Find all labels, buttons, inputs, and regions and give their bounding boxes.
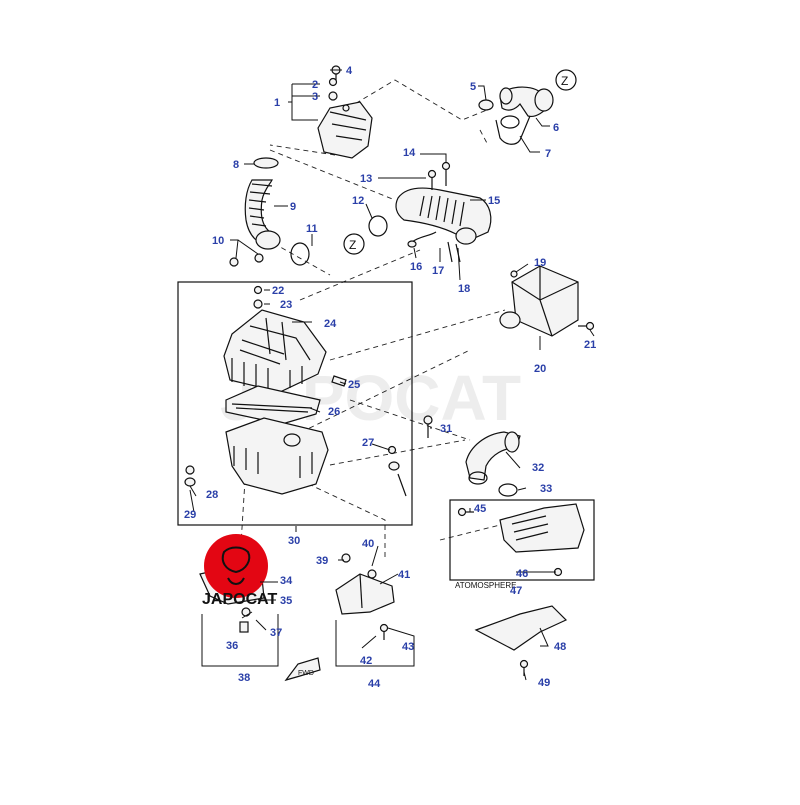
callout-21: 21: [584, 339, 596, 351]
dash-line: [329, 439, 466, 466]
callout-16: 16: [410, 261, 422, 273]
bushing-part: [184, 445, 407, 497]
callout-43: 43: [402, 641, 414, 653]
callout-24: 24: [324, 318, 337, 330]
fwd-label: FWD: [298, 670, 314, 677]
bolt-part: [423, 415, 433, 438]
japocat-logo: JAPOCAT: [202, 534, 277, 608]
svg-text:Z: Z: [349, 238, 356, 252]
callout-10: 10: [212, 235, 224, 247]
cover-part: [223, 309, 327, 393]
callout-13: 13: [360, 173, 372, 185]
callout-44: 44: [368, 678, 381, 690]
dash-line: [284, 349, 471, 441]
dash-line: [299, 249, 421, 301]
callout-32: 32: [532, 462, 544, 474]
shield-part: [474, 605, 568, 676]
callout-19: 19: [534, 257, 546, 269]
callout-2: 2: [312, 79, 318, 91]
callout-23: 23: [280, 299, 292, 311]
relation-lines: [239, 79, 521, 561]
callout-41: 41: [398, 569, 410, 581]
callout-30: 30: [288, 535, 300, 547]
bolt-part: [328, 65, 341, 101]
callout-numbers: 1 2 3 4 5 6 7 8 9 10 11 12 13 14 15 16 1…: [184, 65, 596, 690]
callout-17: 17: [432, 265, 444, 277]
dash-line: [349, 399, 471, 441]
svg-text:Z: Z: [561, 74, 568, 88]
callout-45: 45: [474, 503, 486, 515]
bolt-part: [253, 285, 263, 309]
callout-14: 14: [403, 147, 416, 159]
clip-part: [331, 375, 347, 387]
dash-line: [299, 479, 386, 560]
callout-28: 28: [206, 489, 218, 501]
callout-33: 33: [540, 483, 552, 495]
callout-20: 20: [534, 363, 546, 375]
callout-11: 11: [306, 223, 318, 235]
callout-26: 26: [328, 406, 340, 418]
bolt-part: [229, 253, 264, 267]
dash-line: [329, 309, 506, 361]
dash-line: [347, 79, 493, 121]
callout-47: 47: [510, 585, 522, 597]
throttle-duct-part: [368, 161, 492, 263]
callout-6: 6: [553, 122, 559, 134]
callout-49: 49: [538, 677, 550, 689]
callout-42: 42: [360, 655, 372, 667]
callout-39: 39: [316, 555, 328, 567]
japocat-logo-text: JAPOCAT: [202, 591, 277, 608]
filter-part: [225, 385, 321, 425]
snorkel-part: [457, 503, 585, 577]
callout-22: 22: [272, 285, 284, 297]
fwd-arrow-icon: FWD: [284, 657, 321, 682]
hose-part: [465, 431, 521, 497]
callout-18: 18: [458, 283, 470, 295]
dash-line: [269, 144, 336, 156]
atmosphere-note: ATOMOSPHERE: [455, 581, 517, 590]
dash-line: [249, 229, 331, 276]
callout-31: 31: [440, 423, 452, 435]
callout-25: 25: [348, 379, 360, 391]
dash-line: [439, 519, 521, 541]
callout-40: 40: [362, 538, 374, 550]
hose-part: [244, 157, 310, 266]
z-marker: Z: [343, 233, 365, 255]
callout-12: 12: [352, 195, 364, 207]
callout-34: 34: [280, 575, 293, 587]
callout-9: 9: [290, 201, 296, 213]
callout-35: 35: [280, 595, 292, 607]
callout-4: 4: [346, 65, 353, 77]
intake-duct-part: [478, 86, 554, 145]
dash-line: [269, 149, 396, 201]
callout-7: 7: [545, 148, 551, 160]
resonator-part: [317, 101, 373, 159]
group-box-47: [449, 499, 595, 581]
callout-36: 36: [226, 640, 238, 652]
callout-46: 46: [516, 568, 528, 580]
callout-1: 1: [274, 97, 280, 109]
z-marker: Z: [555, 69, 577, 91]
callout-37: 37: [270, 627, 282, 639]
dash-line: [479, 129, 489, 146]
callout-27: 27: [362, 437, 374, 449]
callout-8: 8: [233, 159, 239, 171]
group-box-30: [177, 281, 413, 526]
callout-29: 29: [184, 509, 196, 521]
callout-38: 38: [238, 672, 250, 684]
callout-48: 48: [554, 641, 566, 653]
callout-3: 3: [312, 91, 318, 103]
housing-part: [225, 417, 329, 495]
callout-5: 5: [470, 81, 476, 93]
bracket-part: [335, 553, 395, 640]
callout-15: 15: [488, 195, 500, 207]
leader-lines: [189, 69, 595, 681]
airbox-part: [499, 265, 595, 337]
